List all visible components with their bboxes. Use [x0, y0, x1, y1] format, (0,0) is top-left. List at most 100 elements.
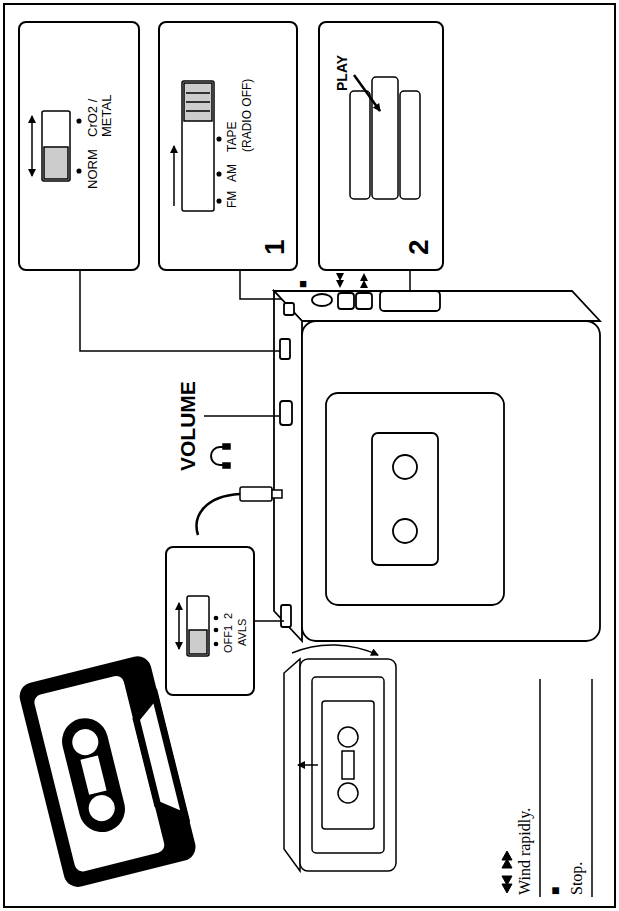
step-number: 2	[404, 239, 435, 255]
cassette-player	[280, 339, 290, 359]
play-buttons	[350, 75, 420, 199]
cassette-player	[393, 519, 417, 543]
cassette-insertion	[292, 645, 378, 655]
switch-label: OFF	[222, 631, 234, 653]
switch-label: NORM	[86, 149, 100, 189]
headphone-plug	[223, 463, 230, 468]
radio-switch	[217, 199, 221, 203]
button-symbol: ■	[296, 279, 310, 289]
legend-symbols	[502, 876, 512, 885]
switch-label: 1	[222, 625, 234, 631]
tape-switch	[77, 119, 81, 123]
leader-lines	[80, 271, 410, 621]
cassette-player	[284, 303, 294, 315]
cassette-insertion	[342, 751, 354, 779]
leader-lines	[204, 415, 279, 417]
cassette-insertion	[322, 701, 374, 829]
cassette-player	[312, 294, 332, 306]
radio-switch	[186, 101, 210, 103]
legend-symbols	[591, 679, 593, 897]
switch-label: FM	[226, 191, 239, 208]
avls-switch	[178, 603, 180, 649]
legend-symbols	[502, 679, 592, 897]
button-label: PLAY	[335, 55, 350, 91]
radio-switch	[217, 137, 221, 141]
headphone-plug	[223, 444, 230, 449]
cassette-icon	[86, 792, 118, 824]
step-number: 1	[260, 239, 291, 255]
tape-switch	[42, 111, 70, 181]
legend-text: Wind rapidly.	[516, 808, 534, 895]
radio-switch	[174, 81, 221, 211]
headphone-plug	[272, 490, 282, 498]
cassette-icon	[57, 713, 130, 837]
wind-symbols	[336, 273, 344, 281]
control-label: VOLUME	[176, 381, 199, 471]
legend-symbols	[539, 679, 541, 897]
cassette-player	[338, 293, 354, 309]
radio-switch	[186, 92, 210, 94]
legend-symbol: ■	[548, 887, 563, 895]
cassette-player	[274, 291, 600, 641]
switch-label: CrO2 / METAL	[86, 77, 115, 137]
play-buttons	[372, 77, 398, 199]
cassette-player	[326, 393, 504, 605]
headphone-plug	[197, 444, 282, 535]
radio-switch	[217, 172, 221, 176]
radio-switch	[186, 110, 210, 112]
cassette-player	[380, 291, 440, 311]
leader-lines	[240, 271, 282, 299]
play-buttons	[350, 91, 370, 199]
legend-text: Stop.	[568, 862, 586, 895]
switch-label: TAPE	[226, 122, 239, 152]
cassette-insertion	[284, 659, 300, 871]
cassette-player	[393, 455, 417, 479]
cassette-player	[280, 401, 292, 425]
cassette-player	[274, 291, 600, 321]
cassette-player	[281, 605, 291, 627]
cassette-insertion	[298, 764, 318, 766]
wind-symbols	[360, 273, 368, 281]
tape-type-box: NORM CrO2 / METAL	[18, 21, 140, 271]
radio-switch	[182, 81, 214, 211]
play-buttons	[400, 91, 420, 199]
cassette-icon	[17, 653, 199, 889]
headphone-plug	[197, 494, 240, 535]
switch-label: 2	[222, 613, 234, 619]
leader-lines	[409, 271, 411, 290]
step-box: 2 PLAY	[318, 21, 444, 271]
leader-lines	[255, 620, 284, 622]
cassette-icon	[80, 755, 106, 794]
tape-switch	[31, 116, 33, 176]
leader-lines	[80, 271, 280, 351]
headphone-plug	[240, 487, 272, 501]
cassette-player	[274, 291, 302, 641]
cassette-insertion	[338, 727, 358, 747]
radio-switch	[173, 146, 175, 206]
cassette-player	[356, 293, 372, 309]
tape-switch	[44, 147, 68, 179]
cassette-player	[372, 433, 438, 565]
switch-label: (RADIO OFF)	[241, 79, 254, 152]
switch-label: AVLS	[236, 619, 248, 646]
step-box: 1 FM AM TAPE(RADIO OFF)	[158, 21, 298, 271]
avls-switch	[214, 628, 217, 631]
cassette-insertion	[284, 645, 396, 871]
cassette-icon	[132, 696, 185, 822]
avls-switch	[189, 630, 207, 654]
tape-switch	[32, 111, 81, 181]
play-buttons	[354, 75, 380, 111]
wind-symbols	[336, 273, 368, 288]
radio-switch	[184, 83, 212, 121]
wind-symbols	[360, 280, 368, 288]
avls-switch	[214, 616, 217, 619]
avls-switch	[214, 642, 217, 645]
avls-switch	[179, 596, 218, 656]
wind-symbols	[336, 280, 344, 288]
cassette-insertion	[312, 677, 384, 853]
tape-switch	[77, 169, 81, 173]
cassette-insertion	[338, 783, 358, 803]
switch-label: AM	[226, 164, 239, 182]
